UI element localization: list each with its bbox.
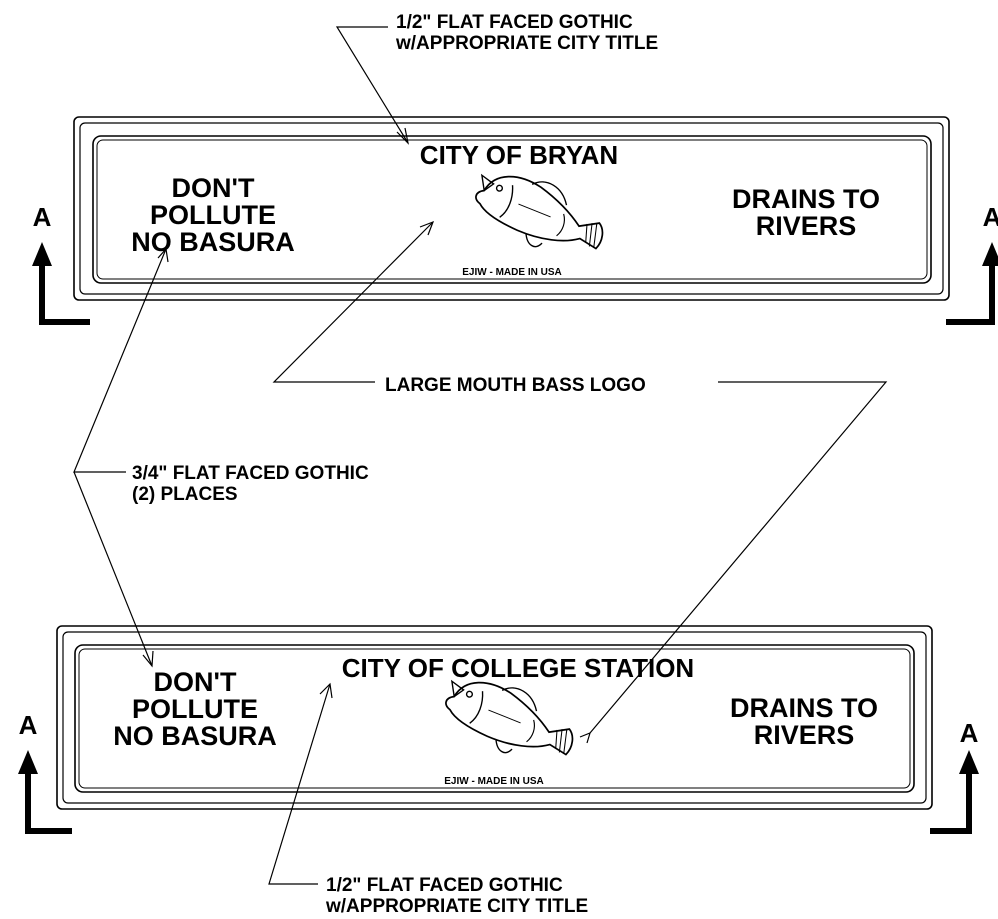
svg-text:A: A — [960, 718, 979, 748]
top-title-note-line-2: w/APPROPRIATE CITY TITLE — [395, 33, 658, 54]
bottom-plate-inner-panel — [74, 644, 915, 793]
bottom-plate-outer-border — [56, 625, 933, 810]
bottom-left-section-marker: A — [18, 710, 72, 834]
leader-top-title — [335, 26, 409, 144]
top-left-line-1: DON'T — [172, 173, 255, 203]
logo-note: LARGE MOUTH BASS LOGO — [385, 375, 646, 396]
svg-text:A: A — [983, 202, 998, 232]
bottom-left-line-2: POLLUTE — [132, 694, 258, 724]
leader-bottom-title — [268, 683, 331, 885]
leader-text-bottom — [73, 471, 153, 667]
top-plate-inner-panel — [92, 135, 932, 284]
bottom-left-line-3: NO BASURA — [113, 721, 277, 751]
bottom-bass-logo-icon — [435, 667, 584, 773]
bottom-plate-middle-border — [62, 631, 927, 804]
top-plate-inner-panel-line — [96, 139, 928, 280]
text-note-line-2: (2) PLACES — [132, 484, 238, 505]
leader-logo-bottom — [589, 381, 888, 734]
bottom-maker-mark: EJIW - MADE IN USA — [444, 776, 543, 787]
leader-arrowheads — [142, 127, 591, 744]
bottom-title-note-line-1: 1/2" FLAT FACED GOTHIC — [326, 875, 563, 896]
top-right-line-1: DRAINS TO — [732, 184, 880, 214]
bottom-title-note-line-2: w/APPROPRIATE CITY TITLE — [325, 896, 588, 917]
bottom-right-line-1: DRAINS TO — [730, 693, 878, 723]
top-right-line-2: RIVERS — [756, 211, 857, 241]
leader-logo-top — [272, 221, 434, 383]
top-left-section-marker: A — [32, 202, 90, 325]
bottom-plate-inner-panel-line — [78, 648, 911, 789]
bottom-right-line-2: RIVERS — [754, 720, 855, 750]
text-note-line-1: 3/4" FLAT FACED GOTHIC — [132, 463, 369, 484]
top-city-title: CITY OF BRYAN — [420, 140, 618, 170]
top-bass-logo-icon — [465, 161, 614, 267]
top-maker-mark: EJIW - MADE IN USA — [462, 267, 561, 278]
bottom-plate: CITY OF COLLEGE STATION DON'T POLLUTE NO… — [56, 625, 933, 810]
svg-text:A: A — [33, 202, 52, 232]
bottom-right-section-marker: A — [930, 718, 979, 834]
top-right-section-marker: A — [946, 202, 998, 325]
leader-lines — [73, 26, 888, 885]
bottom-left-line-1: DON'T — [154, 667, 237, 697]
svg-text:A: A — [19, 710, 38, 740]
bottom-city-title: CITY OF COLLEGE STATION — [342, 653, 694, 683]
top-left-line-2: POLLUTE — [150, 200, 276, 230]
top-plate: CITY OF BRYAN DON'T POLLUTE NO BASURA DR… — [73, 116, 950, 301]
top-plate-middle-border — [79, 122, 944, 295]
top-title-note-line-1: 1/2" FLAT FACED GOTHIC — [396, 12, 633, 33]
top-plate-outer-border — [73, 116, 950, 301]
top-left-line-3: NO BASURA — [131, 227, 295, 257]
